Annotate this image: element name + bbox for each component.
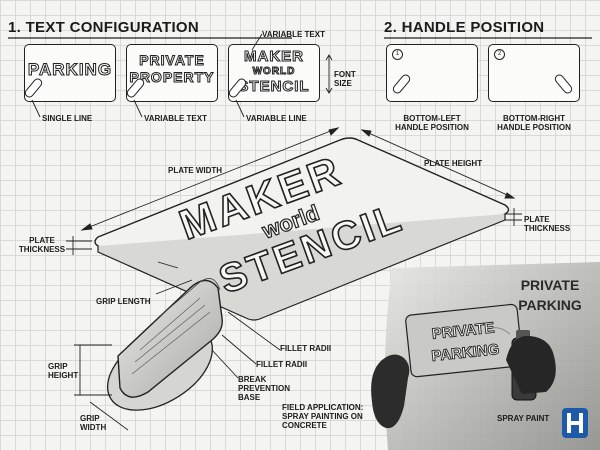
handle-left-label: BOTTOM-LEFT HANDLE POSITION (395, 114, 469, 132)
plate-width-label: PLATE WIDTH (168, 166, 223, 175)
plate-thickness-right-label: PLATE THICKNESS (524, 215, 571, 233)
wall-paint-line2: PARKING (518, 297, 582, 313)
field-stencil-line1: PRIVATE (431, 319, 495, 342)
logo (562, 408, 588, 438)
variable-text-line1: PRIVATE (139, 52, 205, 68)
variable-line-line3: STENCIL (238, 78, 310, 95)
text-config-title: 1. TEXT CONFIGURATION (8, 19, 200, 36)
handle-left-number: 1 (392, 49, 403, 60)
variable-line-line2: WORLD (252, 66, 296, 77)
plate-height-label: PLATE HEIGHT (424, 159, 483, 168)
grip-length-label: GRIP LENGTH (96, 297, 151, 306)
handle-right-number: 2 (494, 49, 505, 60)
handle-position-title: 2. HANDLE POSITION (384, 19, 545, 36)
card-variable-line: MAKER WORLD STENCIL (226, 44, 320, 102)
grip-height-label: GRIP HEIGHT (48, 362, 79, 380)
variable-line-line1: MAKER (244, 48, 304, 65)
card-variable-text: PRIVATE PROPERTY (124, 44, 218, 102)
plate-dimension-lines (66, 127, 522, 255)
wall-paint-line1: PRIVATE (521, 277, 580, 293)
grip-width-label: GRIP WIDTH (80, 414, 107, 432)
font-size-label: FONT SIZE (334, 70, 356, 88)
card-handle-bottom-left: 1 (386, 44, 478, 102)
grip-handle (106, 278, 223, 411)
break-prevention-base-label: BREAK PREVENTION BASE (238, 375, 291, 402)
fillet-radii-label-2: FILLET RADII (256, 360, 308, 369)
card-handle-bottom-right: 2 (488, 44, 580, 102)
card-single-line: PARKING (22, 44, 116, 102)
variable-text-label: VARIABLE TEXT (144, 114, 207, 123)
handle-right-label: BOTTOM-RIGHT HANDLE POSITION (497, 114, 571, 132)
variable-text-top-label: VARIABLE TEXT (262, 30, 325, 39)
single-line-label: SINGLE LINE (42, 114, 93, 123)
fillet-radii-label-1: FILLET RADII (280, 344, 332, 353)
plate-thickness-left-label: PLATE THICKNESS (18, 236, 66, 254)
field-application-caption: FIELD APPLICATION: SPRAY PAINTING ON CON… (282, 403, 364, 430)
grip-dimension-lines (74, 261, 281, 431)
spray-paint-label: SPRAY PAINT (497, 414, 550, 423)
variable-line-label: VARIABLE LINE (246, 114, 307, 123)
single-line-text: PARKING (27, 60, 113, 79)
variable-text-line2: PROPERTY (129, 69, 215, 85)
